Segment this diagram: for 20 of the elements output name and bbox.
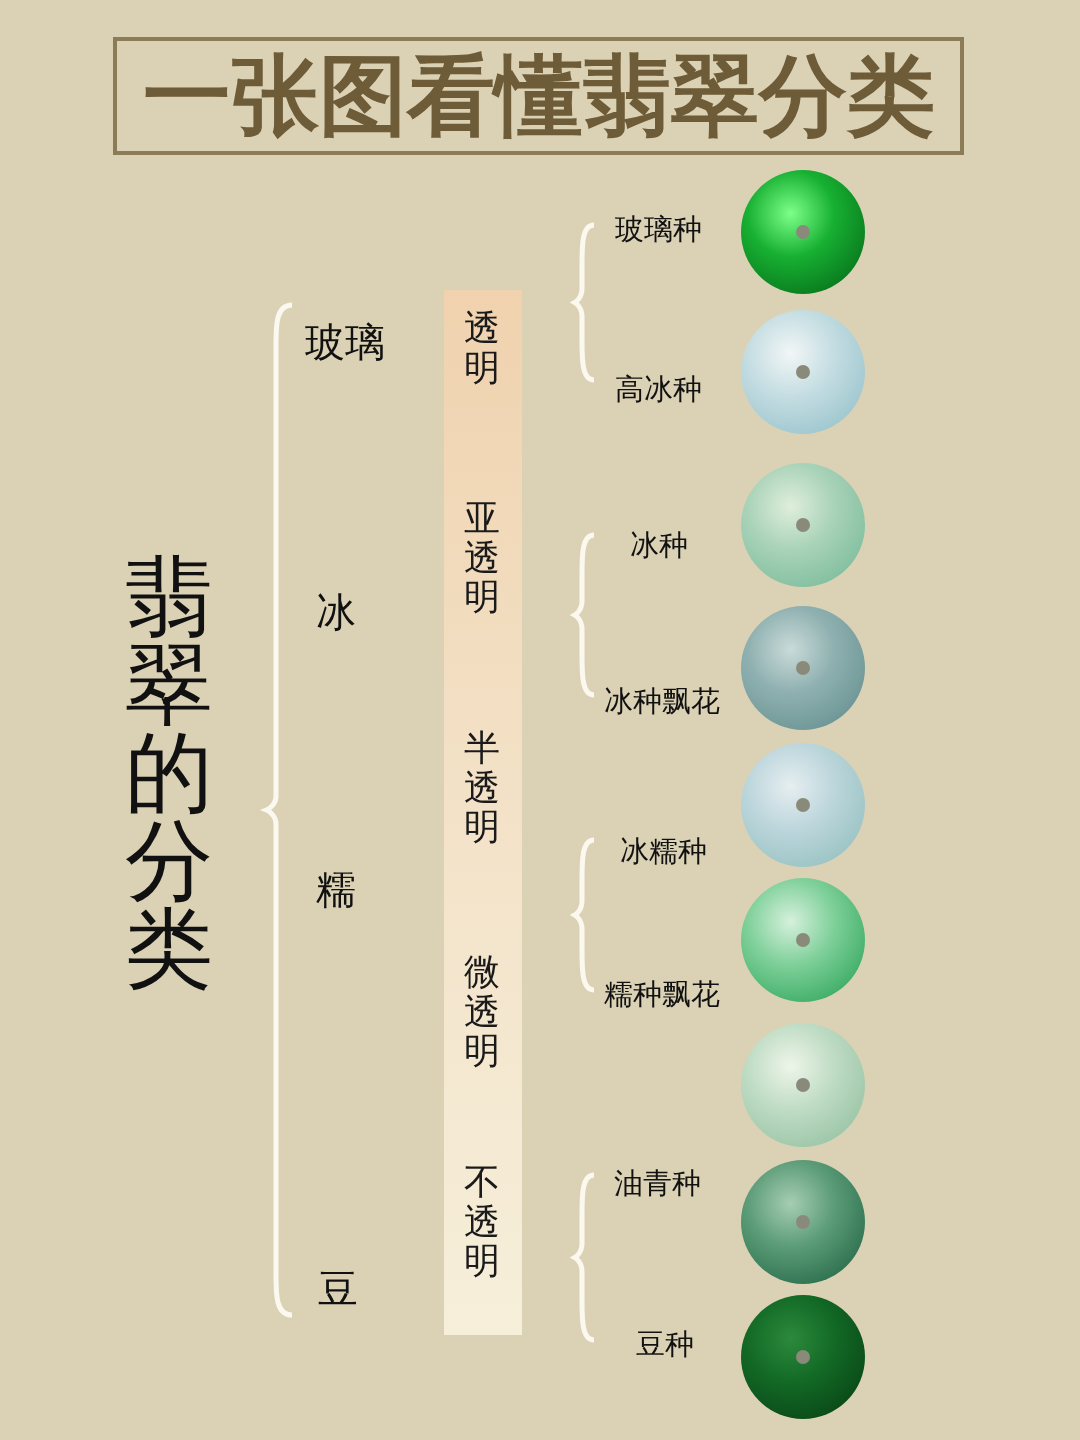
transparency-level: 不透明 bbox=[464, 1162, 500, 1281]
grade-label: 玻璃种 bbox=[615, 212, 702, 247]
grade-label: 冰种 bbox=[630, 528, 688, 563]
transparency-bar bbox=[444, 290, 522, 1335]
category-label: 糯 bbox=[316, 865, 356, 913]
grade-label: 豆种 bbox=[636, 1327, 694, 1362]
grade-label: 糯种飘花 bbox=[604, 977, 720, 1012]
category-label: 豆 bbox=[318, 1265, 358, 1313]
category-label: 冰 bbox=[316, 588, 356, 636]
title: 一张图看懂翡翠分类 bbox=[142, 42, 935, 149]
grade-label: 冰糯种 bbox=[620, 834, 707, 869]
transparency-level: 亚透明 bbox=[464, 498, 500, 617]
transparency-level: 透明 bbox=[464, 308, 500, 388]
grade-label: 冰种飘花 bbox=[604, 684, 720, 719]
vertical-heading: 翡翠的分类 bbox=[125, 553, 213, 993]
category-label: 玻璃 bbox=[305, 318, 385, 366]
transparency-level: 半透明 bbox=[464, 728, 500, 847]
grade-label: 高冰种 bbox=[615, 372, 702, 407]
transparency-level: 微透明 bbox=[464, 952, 500, 1071]
grade-label: 油青种 bbox=[614, 1166, 701, 1201]
